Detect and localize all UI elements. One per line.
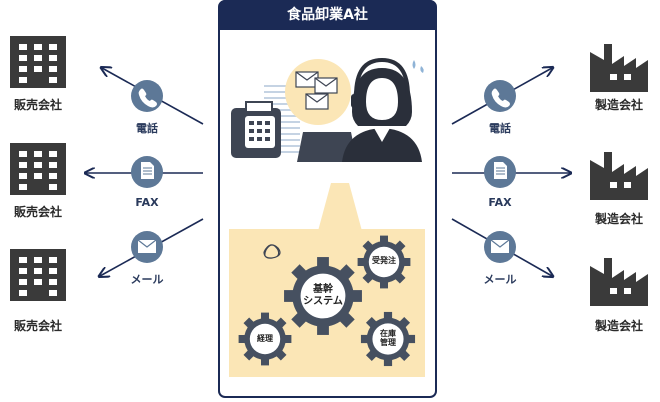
core-system-label: 基幹 システム [303,284,343,307]
inventory-label: 在庫 管理 [380,329,396,348]
channel-label-fax-right: FAX [488,196,512,209]
channel-label-mail-right: メール [483,273,517,286]
sales-company-label-3: 販売会社 [13,319,62,333]
channel-label-phone-left: 電話 [136,122,158,135]
company-title: 食品卸業A社 [219,0,436,30]
manufacturer-factories [590,44,648,306]
tangle-icon [263,244,281,259]
right-channel-icons [484,80,516,263]
channel-label-phone-right: 電話 [489,122,511,135]
channel-label-fax-left: FAX [135,196,159,209]
sales-company-label-1: 販売会社 [13,98,62,112]
office-scene [231,57,424,162]
manufacturer-label-1: 製造会社 [594,98,643,112]
accounting-label: 経理 [257,334,273,343]
sales-company-buildings [10,36,66,301]
channel-label-mail-left: メール [130,273,164,286]
manufacturer-label-2: 製造会社 [594,212,643,226]
order-label: 受発注 [372,256,396,265]
left-channel-icons [131,80,163,263]
manufacturer-label-3: 製造会社 [594,319,643,333]
sales-company-label-2: 販売会社 [13,205,62,219]
